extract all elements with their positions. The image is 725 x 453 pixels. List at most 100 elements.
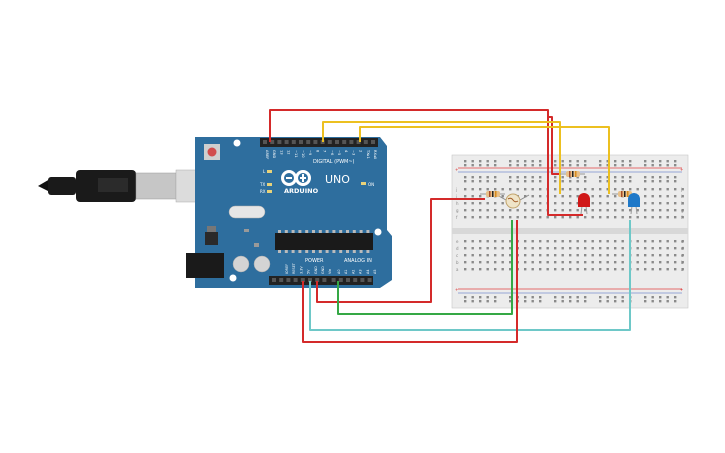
power-pin-label: 3.3V <box>299 266 303 274</box>
led-on <box>361 182 366 185</box>
power-pin-label: RESET <box>292 262 296 274</box>
wires <box>269 109 631 343</box>
led-blue[interactable] <box>628 193 640 215</box>
row-letter: h <box>456 201 459 206</box>
header-hole[interactable] <box>371 140 375 144</box>
status-leds: L TX RX ON <box>259 169 374 194</box>
led-red[interactable] <box>578 193 590 215</box>
header-hole[interactable] <box>335 140 339 144</box>
digital-pin-label: ~3 <box>351 150 355 155</box>
header-hole[interactable] <box>356 140 361 144</box>
led-rx <box>267 190 272 193</box>
row-letter: c <box>681 253 683 258</box>
led-rx-label: RX <box>260 189 266 194</box>
digital-pin-label: 7 <box>323 150 327 152</box>
row-letter: b <box>456 260 459 265</box>
header-hole[interactable] <box>327 140 332 144</box>
digital-pin-label: 13 <box>279 150 283 155</box>
row-letter: h <box>681 201 684 206</box>
header-hole[interactable] <box>353 278 358 282</box>
header-hole[interactable] <box>313 140 318 144</box>
resistor-blue-led[interactable] <box>612 191 637 197</box>
header-hole[interactable] <box>346 278 350 282</box>
rail-plus-label: + <box>680 167 683 172</box>
analog-pin-label: A0 <box>337 270 341 274</box>
header-hole[interactable] <box>286 278 291 282</box>
digital-pin-label: AREF <box>265 150 269 159</box>
wire-cyan-gnd[interactable] <box>309 220 631 331</box>
digital-pin-label: 2 <box>359 150 363 152</box>
resistor-ldr[interactable] <box>480 191 505 197</box>
wire-red-5v[interactable] <box>302 220 518 343</box>
header-hole[interactable] <box>322 278 327 282</box>
header-hole[interactable] <box>315 278 320 282</box>
header-hole[interactable] <box>293 278 298 282</box>
digital-pin-label: ~5 <box>337 150 341 155</box>
row-letter: b <box>681 260 684 265</box>
row-letter: a <box>681 267 684 272</box>
digital-pin-label: RX◂0 <box>373 150 377 160</box>
capacitor <box>253 255 271 273</box>
header-hole[interactable] <box>263 140 267 144</box>
smd-capacitor <box>244 229 249 232</box>
row-letter: j <box>680 187 682 192</box>
power-pin-label: Vin <box>328 269 332 274</box>
header-hole[interactable] <box>367 278 372 282</box>
header-hole[interactable] <box>270 140 275 144</box>
wire-yellow-pin2[interactable] <box>359 126 610 194</box>
arduino-uno-board[interactable]: ARDUINO UNO L TX RX ON <box>186 137 392 288</box>
dc-power-jack[interactable] <box>186 253 224 278</box>
chip-pins <box>278 230 370 253</box>
digital-label: DIGITAL (PWM~) <box>313 159 355 165</box>
breadboard-holes <box>464 160 684 303</box>
row-letter: i <box>456 194 457 199</box>
header-hole[interactable] <box>306 140 311 144</box>
header-hole[interactable] <box>342 140 347 144</box>
brand-label: ARDUINO <box>284 187 319 195</box>
digital-pin-label: ~9 <box>308 150 312 156</box>
row-letter: a <box>456 267 459 272</box>
digital-pin-label: TX▸1 <box>366 149 370 159</box>
header-hole[interactable] <box>331 278 336 282</box>
analog-pin-label: A2 <box>351 270 355 274</box>
header-hole[interactable] <box>308 278 312 282</box>
wire-green-a0[interactable] <box>337 220 513 315</box>
header-hole[interactable] <box>363 140 368 144</box>
header-hole[interactable] <box>277 140 282 144</box>
header-hole[interactable] <box>360 278 365 282</box>
header-hole[interactable] <box>338 278 343 282</box>
analog-pin-label: A3 <box>359 270 363 274</box>
digital-pin-label: 8 <box>315 150 319 153</box>
analog-pin-label: A4 <box>366 270 370 274</box>
row-letter: i <box>681 194 682 199</box>
photoresistor[interactable] <box>496 193 530 209</box>
wire-yellow-pin7[interactable] <box>322 121 561 194</box>
header-hole[interactable] <box>291 140 296 144</box>
digital-pin-label: GND <box>272 150 276 158</box>
smd-capacitor <box>254 243 259 247</box>
header-hole[interactable] <box>284 140 289 144</box>
model-label: UNO <box>325 173 350 186</box>
power-pin-label: IOREF <box>285 264 289 274</box>
digital-pin-label: ~6 <box>330 150 334 156</box>
voltage-regulator <box>205 232 218 245</box>
led-on-label: ON <box>368 182 374 187</box>
capacitor <box>232 255 250 273</box>
header-hole[interactable] <box>299 140 303 144</box>
header-hole[interactable] <box>279 278 284 282</box>
header-hole[interactable] <box>272 278 276 282</box>
wire-gnd-red[interactable] <box>269 109 583 216</box>
header-hole[interactable] <box>300 278 305 282</box>
led-tx-label: TX <box>259 182 265 187</box>
header-hole[interactable] <box>349 140 354 144</box>
resistor-red-led[interactable] <box>560 171 585 177</box>
regulator-tab <box>207 226 216 232</box>
rail-plus-label: + <box>455 287 458 292</box>
row-letter: j <box>455 187 457 192</box>
row-letter: g <box>681 208 684 213</box>
wire-red-resistor[interactable] <box>548 116 560 175</box>
wire-red-analog[interactable] <box>316 198 485 303</box>
power-pin-label: GND <box>314 266 318 274</box>
